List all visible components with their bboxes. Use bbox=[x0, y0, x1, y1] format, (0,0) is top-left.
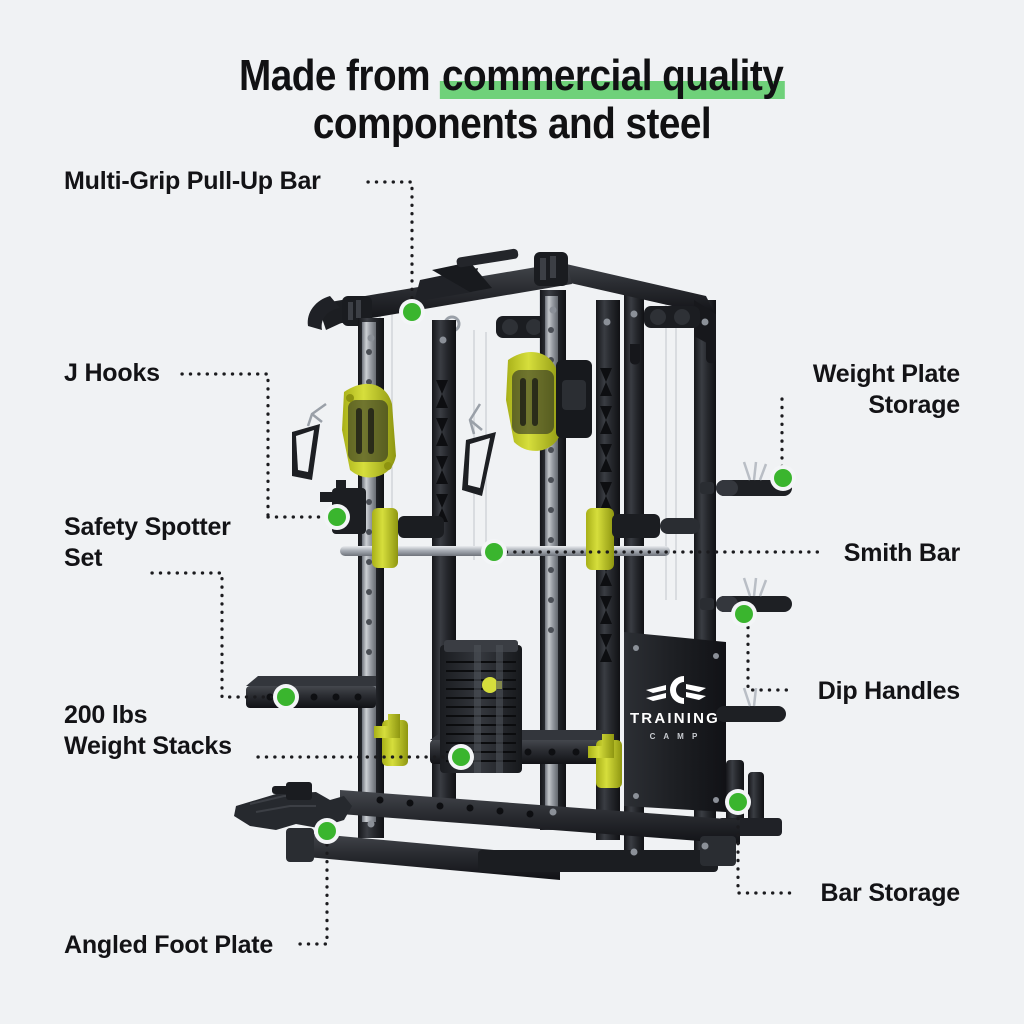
frame-bolts bbox=[367, 306, 709, 856]
headline-highlight: commercial quality bbox=[440, 51, 785, 100]
smith-hook-right bbox=[612, 514, 660, 538]
callout-label-angled-foot-plate: Angled Foot Plate bbox=[64, 931, 274, 959]
dip-handle-lower bbox=[716, 687, 786, 722]
headline-line-2: components and steel bbox=[312, 98, 712, 148]
dip-handle-upper bbox=[716, 461, 792, 496]
callout-label-weight-stacks: 200 lbs Weight Stacks bbox=[64, 701, 232, 760]
smith-bar-assembly bbox=[340, 508, 700, 570]
cable-handle-left bbox=[306, 402, 327, 427]
j-hook-accent-right bbox=[588, 734, 622, 788]
top-rear-beam bbox=[540, 258, 716, 316]
angled-foot-plate bbox=[234, 782, 352, 830]
d-handle-left-hole bbox=[296, 430, 314, 472]
callout-label-safety-spotter-set: Safety Spotter Set bbox=[64, 513, 231, 572]
weight-plate-storage-pegs bbox=[700, 482, 714, 610]
rack-assembly: TRAINING C A M P bbox=[234, 248, 792, 880]
headline-line-1: Made from commercial quality bbox=[61, 52, 962, 100]
smith-collar-left bbox=[372, 508, 398, 568]
j-hook-rear-2 bbox=[706, 340, 716, 364]
base-foot-right bbox=[700, 836, 736, 866]
j-hook-accent-left bbox=[374, 714, 408, 766]
handle-clip-center bbox=[468, 403, 483, 435]
callout-label-j-hooks: J Hooks bbox=[64, 359, 160, 387]
safety-spotter-left bbox=[246, 480, 376, 708]
brand-sub: C A M P bbox=[650, 732, 701, 741]
top-pulley-group bbox=[342, 252, 700, 338]
brand-panel: TRAINING C A M P bbox=[624, 632, 726, 812]
base-rail-right bbox=[478, 850, 718, 872]
callout-label-smith-bar: Smith Bar bbox=[843, 539, 960, 567]
brand-name: TRAINING bbox=[630, 710, 720, 727]
callout-label-multi-grip-pull-up-bar: Multi-Grip Pull-Up Bar bbox=[64, 167, 321, 195]
callout-label-weight-plate-storage: Weight Plate Storage bbox=[812, 360, 960, 419]
functional-trainer-right bbox=[506, 351, 592, 451]
smith-hook-left bbox=[398, 516, 444, 538]
base-foot-left bbox=[286, 828, 314, 862]
brand-logo bbox=[646, 676, 706, 704]
dip-handle-mid bbox=[716, 577, 792, 612]
callout-label-bar-storage: Bar Storage bbox=[820, 879, 960, 907]
foot-plate-bracket bbox=[286, 782, 312, 800]
page-title: Made from commercial quality components … bbox=[61, 52, 962, 147]
pullup-bar-top bbox=[456, 248, 519, 268]
smith-collar-right bbox=[586, 508, 614, 570]
functional-trainer-left bbox=[342, 383, 396, 478]
headline-prefix: Made from bbox=[238, 51, 441, 100]
base-holes bbox=[376, 796, 534, 818]
pullup-grip-angle bbox=[432, 262, 492, 292]
callout-label-dip-handles: Dip Handles bbox=[817, 677, 960, 705]
d-handle-center-hole bbox=[468, 438, 490, 488]
panel-bolts bbox=[633, 645, 719, 803]
weight-stack bbox=[440, 640, 522, 773]
j-hook-rear bbox=[630, 344, 640, 365]
pullup-grip-left-curve bbox=[307, 296, 340, 330]
